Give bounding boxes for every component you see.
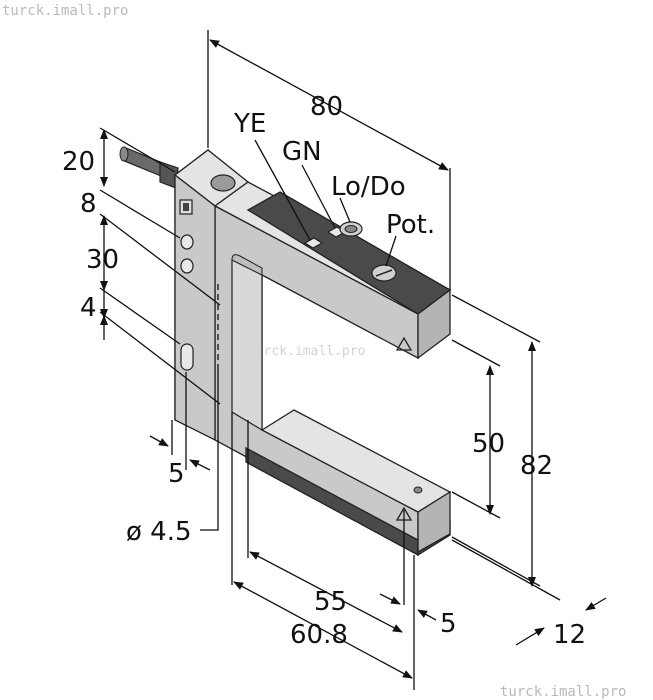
mounting-hole-top [210, 174, 236, 192]
label-ye: YE [233, 109, 266, 139]
label-pot: Pot. [386, 210, 435, 240]
potentiometer [371, 264, 397, 282]
mounting-hole-2 [180, 258, 194, 274]
dim-hole-diameter: ø 4.5 [126, 517, 192, 547]
dim-side-30: 30 [86, 245, 119, 275]
dim-height: 82 [520, 451, 553, 481]
watermark-center: turck.imall.pro [248, 344, 365, 359]
dim-inner-width: 55 [314, 587, 347, 617]
dim-slot-5: 5 [440, 609, 457, 639]
dim-side-8: 8 [80, 189, 97, 219]
dim-overall-width: 60.8 [290, 620, 348, 650]
dim-hole-offset: 5 [168, 459, 185, 489]
dim-gap: 50 [472, 429, 505, 459]
dim-depth: 12 [553, 620, 586, 650]
label-gn: GN [282, 137, 322, 167]
dim-side-4: 4 [80, 293, 97, 323]
led-ye [303, 237, 324, 249]
watermark-top-left: turck.imall.pro [2, 3, 128, 19]
mounting-slot [180, 343, 194, 371]
lodo-switch [339, 221, 363, 237]
dim-side-20: 20 [62, 147, 95, 177]
mounting-hole-1 [180, 234, 194, 250]
dim-width: 80 [310, 92, 343, 122]
fork-sensor-body [119, 146, 452, 557]
watermark-bottom-right: turck.imall.pro [500, 684, 626, 700]
dimension-lines [99, 30, 607, 690]
label-lodo: Lo/Do [331, 172, 406, 202]
